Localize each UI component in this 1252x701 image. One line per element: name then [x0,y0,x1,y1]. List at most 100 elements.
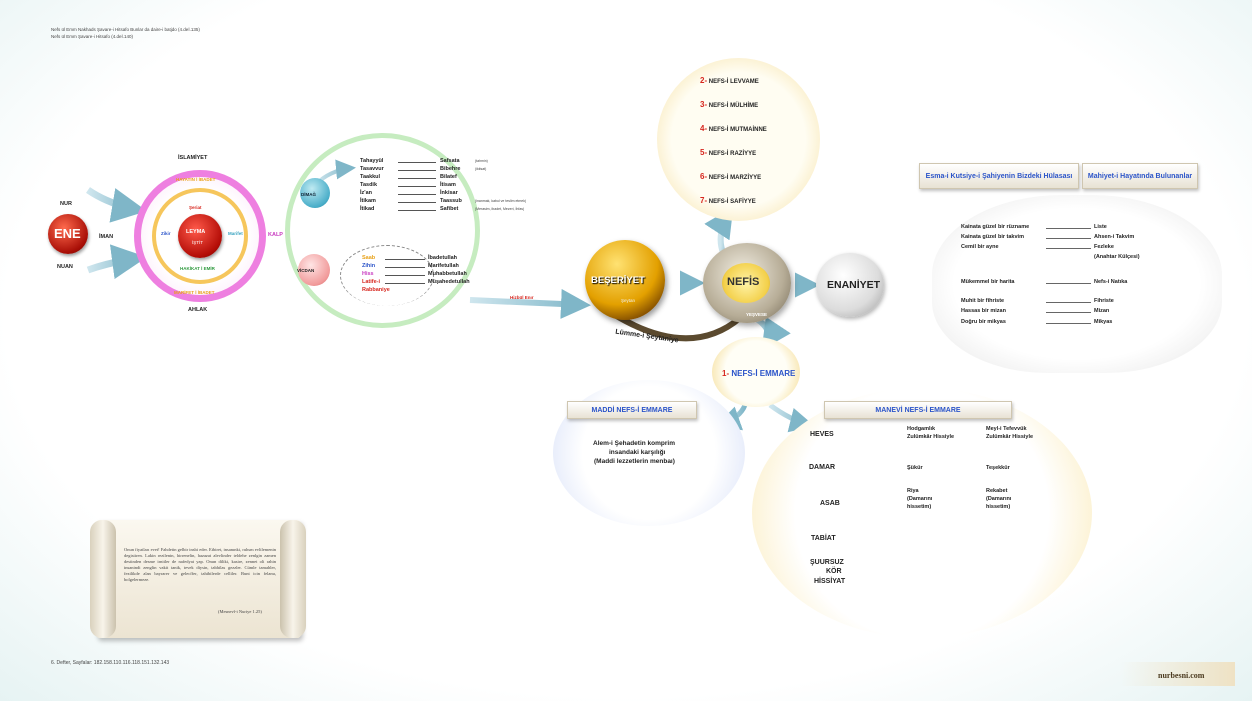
vicdan-row-line [385,275,425,276]
dimag-row-note: (tahmin) [475,159,488,163]
vicdan-label: VİCDAN [297,268,315,273]
dimag-row-note: (iktisat) [475,167,487,171]
manevi-header: MANEVİ NEFS-İ EMMARE [824,401,1012,419]
right-row-line [1046,312,1091,313]
nefs-level-item[interactable]: 2- NEFS-İ LEVVAME [700,76,759,85]
emmare-circle [712,337,800,407]
right-header-right: Mahiyet-i Hayatında Bulunanlar [1082,163,1198,189]
islamiyet-label: İSLAMİYET [178,155,208,161]
inner-top-label: Şeriat [189,205,202,210]
vicdan-row-left: Zihin [362,263,376,269]
vicdan-row-left: Latife-i [362,279,381,285]
inner-left-label: Zikir [161,231,171,236]
nefs-level-item[interactable]: 7- NEFS-İ SAFİYYE [700,196,756,205]
right-row-line [1046,238,1091,239]
footer-brand-bg [1120,662,1235,686]
maddi-header: MADDİ NEFS-İ EMMARE [567,401,697,419]
asab-a3: hissetim) [907,504,932,510]
dimag-row-right: Bilatef [440,174,457,180]
vicdan-arc [340,245,434,306]
right-row-right: Liste [1094,224,1107,230]
ahlak-label: AHLAK [188,307,208,313]
dimag-vicdan-ring [285,133,480,328]
dimag-row-right: Safibet [440,206,459,212]
manevi-item: TABİAT [811,535,836,542]
nefs-level-item[interactable]: 4- NEFS-İ MUTMAİNNE [700,124,767,133]
enaniyet-label: ENANİYET [827,279,881,291]
right-row-left: Cemil bir aynе [961,244,999,250]
nefs-level-item[interactable]: 3- NEFS-İ MÜLHİME [700,100,758,109]
nefis-core [722,263,770,303]
vicdan-sphere [298,254,330,286]
dimag-row-note: (Merasim, ibadet, Mezeri, İhfas) [475,207,525,211]
top-info-line1: Nefs ül Emm Nakhads Şavare-i Hitsafo Bun… [51,27,200,32]
asab-b3: hissetim) [986,504,1011,510]
right-row-right: Mikyas [1094,319,1113,325]
nefs-level-number: 6- [700,172,708,181]
dimag-row-right: İnkisar [440,190,458,196]
vicdan-row-right: Muhabbetullah [428,271,467,277]
vicdan-row-line [385,259,425,260]
right-row-right: Mizan [1094,308,1110,314]
right-row-left: Mükemmel bir harita [961,279,1015,285]
vicdan-row-line [385,283,425,284]
damar-b: Teşekkür [986,465,1010,471]
right-row-line [1046,283,1091,284]
dimag-row-left: Tasdik [360,182,378,188]
vicdan-row-right: İbadetullah [428,255,458,261]
nur-label: NUR [60,201,72,207]
ene-sphere [48,214,88,254]
dimag-sphere [300,178,330,208]
dimag-row-line [398,202,436,203]
manevi-item: ŞUURSUZ [810,559,844,566]
vicdan-row-right: Marifetullah [428,263,459,269]
heves-b2: Zulümkâr Hissiyle [986,434,1034,440]
beseriyet-sub: Şeytan [621,298,636,303]
nefs-level-item[interactable]: 6- NEFS-İ MARZİYYE [700,172,761,181]
right-row-line [1046,228,1091,229]
right-row-right: Fezleke [1094,244,1114,250]
dimag-row-line [398,170,436,171]
maddi-text3: (Maddi lezzetlerin menbaı) [594,458,675,465]
ene-label: ENE [54,226,81,241]
dimag-row-right: İtisam [440,182,456,188]
maddi-text1: Alem-i Şehadetin komprim [593,440,675,447]
scroll-text: Onun fiyatları evet! Fahdetin gelbir ins… [124,547,276,582]
nefs-levels-circle [657,58,820,221]
asab-b1: Rekabet [986,488,1008,494]
footer-brand[interactable]: nurbesni.com [1158,671,1205,680]
right-panel-blob [932,195,1222,373]
leyma-sphere [178,214,222,258]
right-row-right: Nefs-i Natıka [1094,279,1128,285]
right-row-right: Ahsen-i Takvim [1094,234,1135,240]
dimag-row-line [398,186,436,187]
nefs-level-item[interactable]: 5- NEFS-İ RAZİYYE [700,148,756,157]
islam-gold-ring [152,188,248,284]
iman-label: İMAN [99,234,114,240]
emmare-label[interactable]: 1- NEFS-İ EMMARE [722,369,796,378]
nefis-label: NEFİS [727,276,760,288]
nefs-level-name: NEFS-İ MÜLHİME [708,103,759,109]
nefs-level-name: NEFS-İ LEVVAME [708,79,759,85]
nefis-sub: YEŞVESE [746,312,768,317]
vicdan-row-line [385,267,425,268]
right-row-line [1046,248,1091,249]
asab-a2: (Damarını [907,496,933,502]
dimag-row-left: Taakkul [360,174,381,180]
dimag-row-left: İz'an [360,190,373,196]
ring-top-label: HAYATIN İ İBADET [176,177,216,182]
nefs-level-number: 2- [700,76,708,85]
dimag-row-line [398,194,436,195]
right-row-left: Hassas bir mizan [961,308,1006,314]
dimag-row-left: İtikam [360,198,376,204]
beseriyet-label: BEŞERİYET [591,275,645,286]
dimag-row-line [398,210,436,211]
vicdan-row-left: Hiss [362,271,374,277]
scroll-roll-right [280,520,306,638]
manevi-circle [752,388,1092,638]
manevi-item: KÖR [826,568,842,575]
top-info-line2: Nefs ül Emm Şavare-i Hitsafo (4.deİ.140) [51,34,134,39]
vicdan-row-left: Rabbaniye [362,287,390,293]
footer-refs: 6. Defter, Sayfalar: 182.158.110.116.118… [51,660,170,666]
manevi-item: HİSSİYAT [814,578,846,585]
